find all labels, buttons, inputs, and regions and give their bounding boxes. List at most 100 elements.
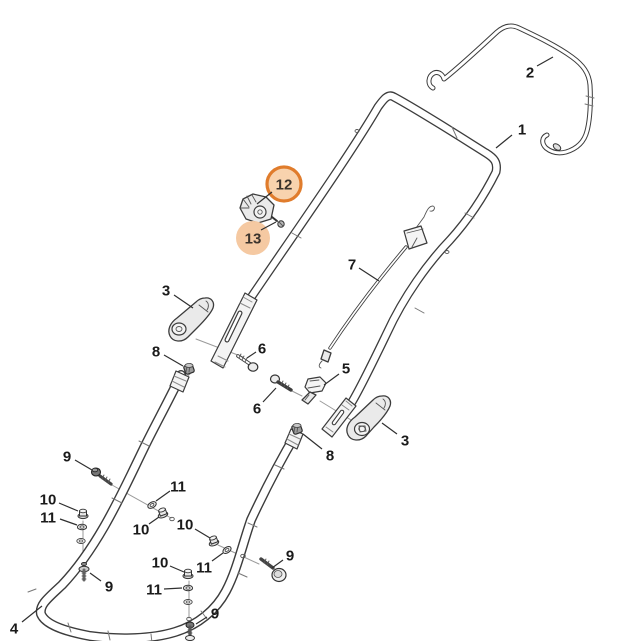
- callout-9[interactable]: 9: [89, 572, 113, 595]
- part-number: 3: [162, 282, 170, 299]
- part-number: 4: [10, 620, 19, 637]
- lock-nut-right: [291, 423, 303, 435]
- part-number: 10: [152, 554, 169, 571]
- cable-adjuster-block: [403, 225, 428, 250]
- leader-line: [194, 528, 211, 539]
- callout-11[interactable]: 11: [40, 509, 78, 526]
- callout-4[interactable]: 4: [10, 605, 43, 637]
- part-number: 11: [196, 559, 212, 576]
- leader-line: [211, 552, 224, 562]
- leader-line: [262, 387, 277, 403]
- assembly-lines-layer: [82, 210, 357, 619]
- leader-line: [256, 191, 273, 205]
- washer: [183, 599, 193, 605]
- cable-clamp: [239, 193, 275, 224]
- part-number: 8: [326, 447, 334, 464]
- part-number: 10: [133, 521, 150, 538]
- assembly-line: [291, 390, 303, 397]
- callout-11[interactable]: 11: [146, 581, 183, 598]
- part-number: 9: [211, 605, 219, 622]
- callout-11[interactable]: 11: [155, 478, 186, 502]
- callout-9[interactable]: 9: [63, 448, 93, 471]
- tube-tick-marks: [27, 126, 475, 641]
- clamp-lever-right: [346, 395, 392, 441]
- part-number: 12: [276, 176, 293, 193]
- callout-7[interactable]: 7: [348, 256, 380, 282]
- part-number: 9: [105, 578, 113, 595]
- leader-line: [246, 351, 257, 359]
- leader-line: [169, 565, 185, 573]
- leader-line: [260, 221, 277, 231]
- callout-12[interactable]: 12: [256, 165, 303, 205]
- callout-3[interactable]: 3: [162, 282, 194, 309]
- lower-handle-tube: [35, 370, 301, 641]
- leader-line: [148, 516, 160, 525]
- callout-9[interactable]: 9: [195, 605, 219, 625]
- clamp-lever-left: [168, 297, 215, 342]
- callout-5[interactable]: 5: [323, 360, 350, 386]
- leader-line: [89, 572, 102, 582]
- leader-line: [59, 518, 78, 526]
- part-number: 11: [170, 478, 186, 495]
- washer: [76, 523, 88, 531]
- part-number: 10: [177, 516, 194, 533]
- part-number: 6: [253, 400, 261, 417]
- leader-line: [173, 294, 194, 309]
- callout-8[interactable]: 8: [152, 343, 184, 367]
- leader-line: [323, 373, 340, 386]
- leader-line: [536, 56, 554, 67]
- part-number: 9: [63, 448, 71, 465]
- tube-hole: [240, 553, 246, 559]
- callout-6[interactable]: 6: [253, 387, 277, 417]
- washer: [222, 546, 232, 554]
- part-number: 11: [146, 581, 162, 598]
- leader-line: [358, 267, 380, 282]
- tube-hole: [354, 129, 360, 133]
- washer: [147, 501, 157, 509]
- wire-end-fitting: [552, 143, 562, 151]
- callout-10[interactable]: 10: [177, 516, 211, 539]
- lock-nut-left: [183, 363, 195, 375]
- part-number: 2: [526, 64, 534, 81]
- flange-nut: [182, 568, 194, 580]
- part-number: 6: [258, 340, 266, 357]
- leader-line: [21, 605, 43, 623]
- part-number: 5: [342, 360, 350, 377]
- part-number: 8: [152, 343, 160, 360]
- cable-inner-wire: [415, 205, 435, 229]
- upper-handle-flat-end-right: [321, 397, 357, 438]
- cable-end-bracket: [301, 376, 327, 405]
- callout-8[interactable]: 8: [302, 433, 334, 464]
- bolt-bottom-center: [78, 561, 90, 582]
- callout-2[interactable]: 2: [526, 56, 554, 81]
- part-number: 10: [40, 491, 57, 508]
- leader-line: [495, 134, 513, 149]
- part-number: 3: [401, 432, 409, 449]
- callout-13[interactable]: 13: [236, 221, 277, 255]
- callout-1[interactable]: 1: [495, 121, 526, 149]
- callout-10[interactable]: 10: [152, 554, 185, 573]
- flange-nut: [77, 508, 89, 520]
- callout-10[interactable]: 10: [133, 516, 160, 538]
- tube-hole: [444, 250, 450, 254]
- tube-hole: [169, 516, 175, 522]
- part-number: 9: [286, 547, 294, 564]
- callout-10[interactable]: 10: [40, 491, 79, 512]
- leader-line: [271, 559, 284, 569]
- callout-11[interactable]: 11: [196, 552, 224, 576]
- cable-end-nipple: [320, 349, 332, 363]
- callout-3[interactable]: 3: [381, 422, 409, 449]
- leader-line: [163, 587, 183, 590]
- hex-bolt-right: [259, 557, 287, 583]
- callout-9[interactable]: 9: [271, 547, 294, 569]
- cable-guide-wire: [426, 23, 595, 156]
- flange-nut: [208, 535, 220, 547]
- callout-6[interactable]: 6: [246, 340, 266, 359]
- part-number: 11: [40, 509, 56, 526]
- hex-bolt-top-left: [90, 467, 113, 486]
- clamp-screw: [271, 216, 285, 228]
- leader-line: [302, 433, 323, 450]
